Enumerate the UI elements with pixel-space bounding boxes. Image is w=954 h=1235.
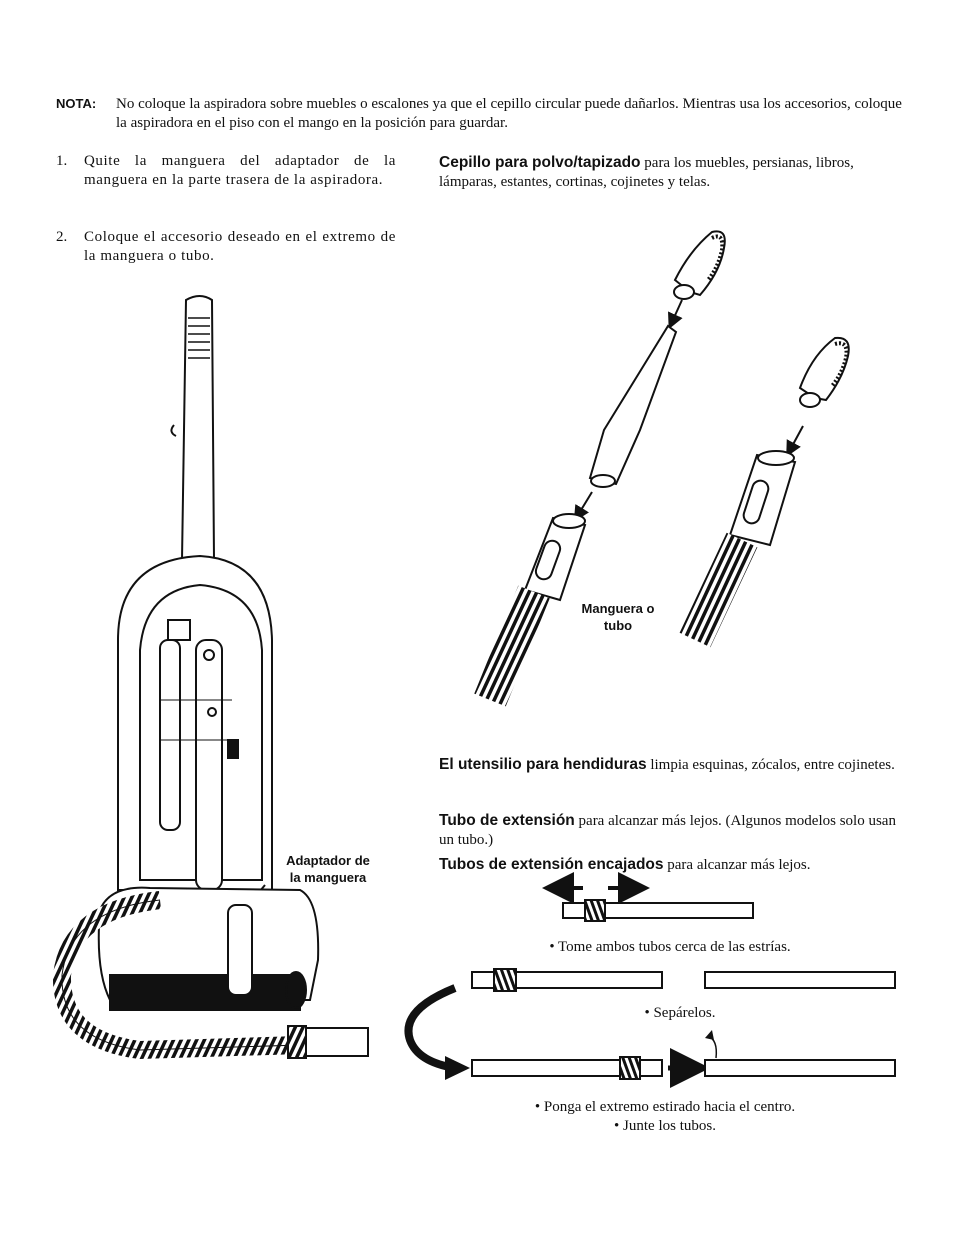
note-label: NOTA: <box>56 96 97 111</box>
crevice-tool-heading: El utensilio para hendiduras <box>439 756 647 773</box>
nested-tubes-heading: Tubos de extensión encajados <box>439 856 664 873</box>
separated-tubes <box>471 968 896 992</box>
crevice-tool-text: limpia esquinas, zócalos, entre cojinete… <box>650 757 895 773</box>
nested-tubes-top <box>542 872 754 922</box>
step-2: 2. Coloque el accesorio deseado en el ex… <box>56 228 396 266</box>
brush-with-extension-illustration <box>474 230 726 707</box>
nested-tubes-paragraph: Tubos de extensión encajados para alcanz… <box>439 855 909 875</box>
step-1-number: 1. <box>56 153 68 169</box>
brush-on-hose-illustration <box>679 336 850 648</box>
instruction-separate: • Sepárelos. <box>644 1005 716 1021</box>
step-2-number: 2. <box>56 229 68 245</box>
hose-or-tube-label: Manguera o tubo <box>581 601 655 633</box>
vacuum-cleaner-illustration <box>52 295 369 1060</box>
crevice-tool-paragraph: El utensilio para hendiduras limpia esqu… <box>439 755 909 775</box>
dusting-brush-text: para los muebles, persianas, libros, lám… <box>439 155 854 190</box>
joined-tubes <box>471 1030 896 1088</box>
dusting-brush-paragraph: Cepillo para polvo/tapizado para los mue… <box>439 153 909 192</box>
curved-arrow-icon <box>404 984 470 1080</box>
extension-tube-paragraph: Tubo de extensión para alcanzar más lejo… <box>439 811 909 850</box>
dusting-brush-heading: Cepillo para polvo/tapizado <box>439 154 641 171</box>
step-1-text: Quite la manguera del adaptador de la ma… <box>84 153 396 188</box>
hose-adapter-label: Adaptador de la manguera <box>286 853 370 885</box>
step-1: 1. Quite la manguera del adaptador de la… <box>56 152 396 190</box>
nested-tubes-text: para alcanzar más lejos. <box>667 857 811 873</box>
instruction-place: • Ponga el extremo estirado hacia el cen… <box>534 1099 796 1115</box>
step-2-text: Coloque el accesorio deseado en el extre… <box>84 229 396 264</box>
instruction-grab: • Tome ambos tubos cerca de las estrías. <box>549 939 791 955</box>
instruction-join: • Junte los tubos. <box>614 1118 716 1134</box>
extension-tube-heading: Tubo de extensión <box>439 812 575 829</box>
extension-tube-text: para alcanzar más lejos. (Algunos modelo… <box>439 813 896 848</box>
note-text: No coloque la aspiradora sobre muebles o… <box>116 96 902 131</box>
